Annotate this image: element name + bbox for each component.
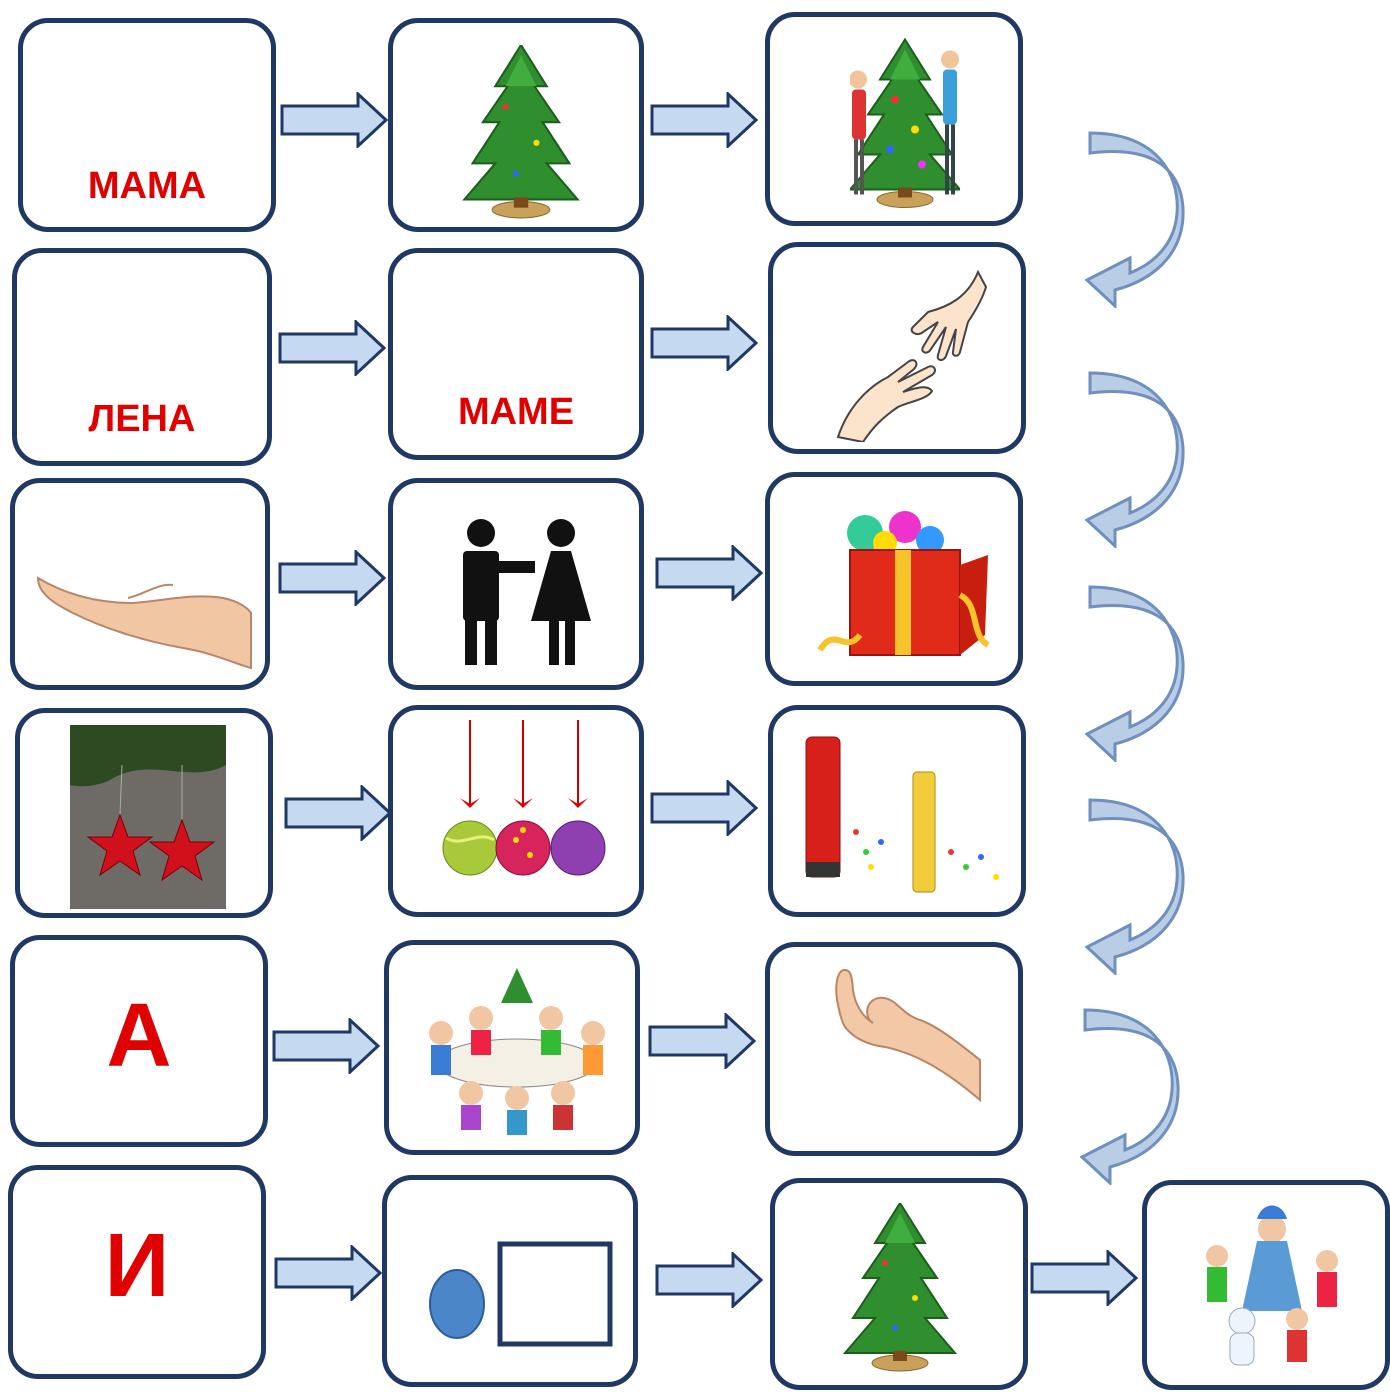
hanging-baubles-icon [442,720,606,876]
beckoning-hand-icon [835,968,981,1103]
arrow-right [274,1245,383,1301]
word-label: МАМЕ [457,391,575,433]
card-baubles [388,705,644,917]
card-letter-a: А [10,935,268,1147]
curved-arrow-down [1085,585,1185,762]
card-mame: МАМЕ [388,248,644,460]
arrow-right [284,785,393,841]
curved-arrow-down [1085,371,1185,548]
card-lena: ЛЕНА [12,248,272,466]
arrow-right [655,545,764,601]
gift-box-with-toys-icon [817,511,990,656]
card-letter-i: И [8,1165,266,1379]
card-dancing-children [1142,1180,1390,1390]
card-circle-square [382,1175,638,1387]
card-christmas-tree-2 [770,1178,1028,1390]
word-label: МАМА [87,165,207,207]
card-gift-box [765,472,1023,686]
family-decorating-tree-icon [850,38,960,209]
red-star-ornaments-icon [70,725,226,909]
arrow-right [648,1013,757,1069]
card-beckoning-hand [765,942,1023,1156]
circle-and-square-icon [429,1241,613,1347]
arrow-right [278,320,387,376]
arrow-right [278,550,387,606]
card-christmas-tree [388,18,644,232]
arrow-right [272,1018,381,1074]
card-children-table [384,940,640,1155]
curved-arrow-down [1085,798,1185,975]
letter-label: А [106,986,172,1086]
open-palm-hand-icon [36,576,252,670]
curved-arrow-down [1080,1008,1180,1185]
card-family-tree [765,12,1023,226]
christmas-tree-icon [463,45,579,219]
card-star-ornaments [15,708,273,918]
two-people-pointing-icon [463,519,591,665]
hands-giving-icon [836,269,988,442]
card-two-people [388,478,644,690]
arrow-right [650,315,759,371]
dancing-children-icon [1206,1205,1338,1366]
arrow-right [655,1252,764,1308]
curved-arrow-down [1085,131,1185,308]
letter-label: И [104,1216,170,1316]
word-label: ЛЕНА [88,398,196,440]
party-poppers-icon [805,736,999,893]
arrow-right [650,92,759,148]
card-poppers [768,705,1026,917]
card-mama: МАМА [18,18,276,232]
arrow-right [280,92,389,148]
card-open-palm [10,478,270,690]
card-hands [768,242,1026,454]
arrow-right [1030,1250,1139,1306]
arrow-right [650,780,759,836]
children-at-table-icon [429,968,605,1135]
christmas-tree-icon [844,1203,956,1372]
